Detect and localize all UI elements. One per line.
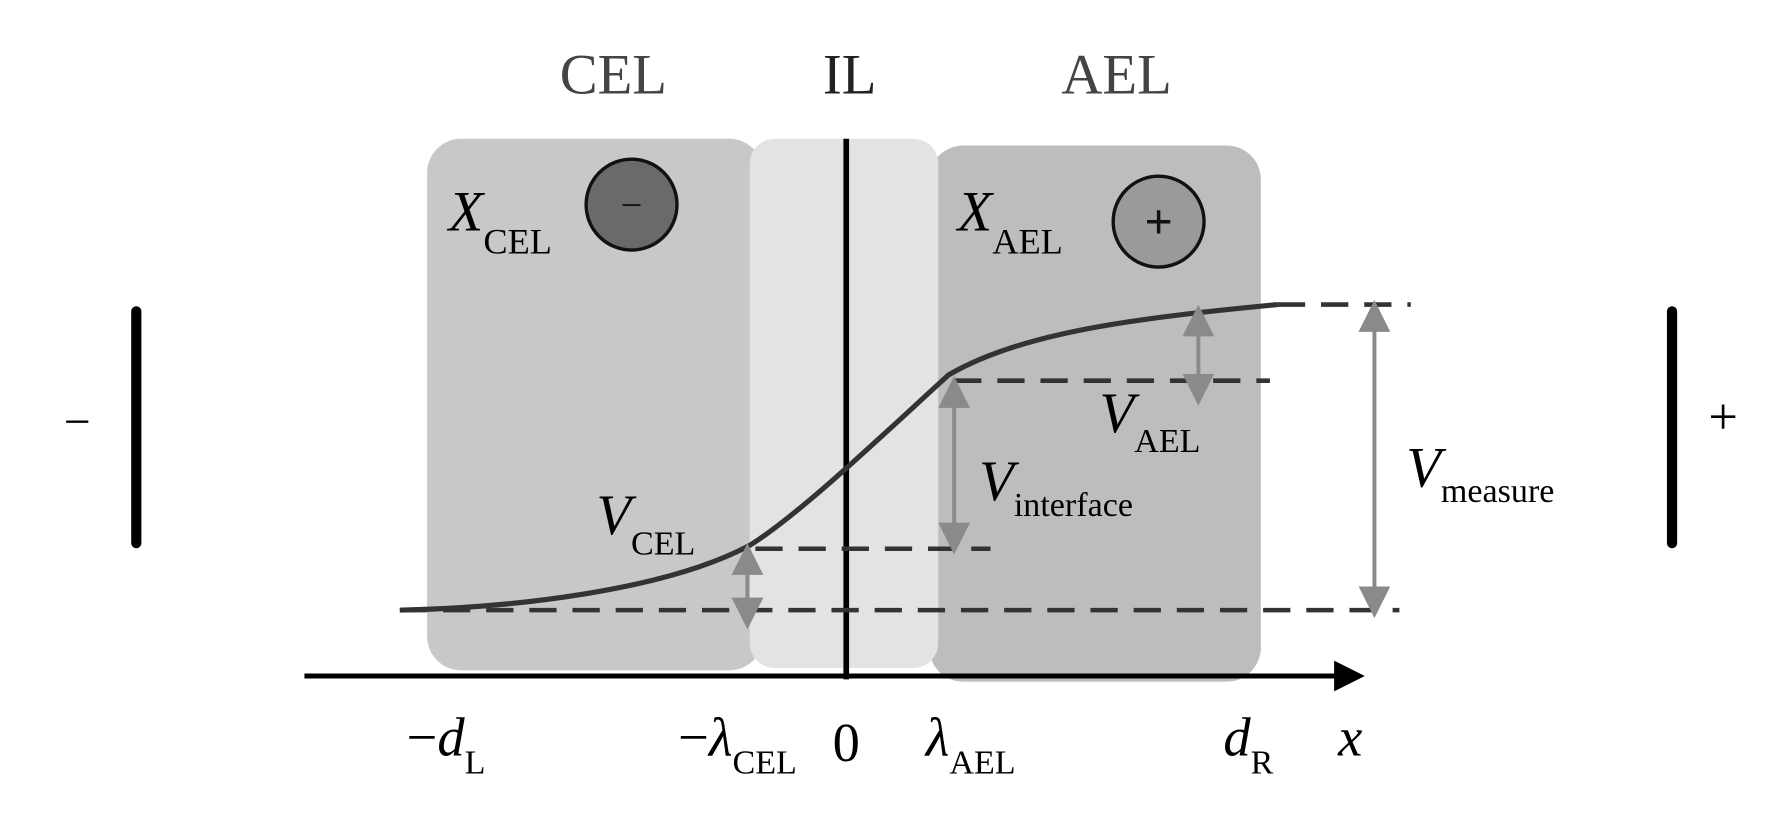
v-cel-label: VCEL: [596, 484, 695, 562]
cel-layer: [427, 138, 764, 671]
species-label-ael: XAEL: [956, 181, 1063, 262]
x-axis-label: x: [1337, 707, 1362, 768]
cation-charge: +: [1144, 194, 1172, 250]
tick-label-minus-lambda-cel: −λCEL: [678, 707, 797, 782]
tick-label-dr: dR: [1223, 707, 1273, 782]
left-electrode-sign: −: [64, 395, 91, 448]
v-measure-label: Vmeasure: [1406, 436, 1554, 510]
anion-charge: −: [621, 185, 643, 227]
tick-label-lambda-ael: λAEL: [924, 707, 1016, 782]
tick-label-zero: 0: [833, 712, 860, 773]
v-interface-label: Vinterface: [979, 450, 1133, 524]
region-label-il: IL: [823, 43, 877, 106]
right-electrode-sign: +: [1708, 388, 1737, 446]
tick-label-minus-dl: −dL: [407, 707, 486, 782]
species-label-cel: XCEL: [447, 181, 552, 262]
region-label-cel: CEL: [560, 43, 667, 106]
region-label-ael: AEL: [1061, 43, 1171, 106]
v-ael-label: VAEL: [1100, 382, 1201, 460]
anion-icon: −: [584, 157, 679, 252]
ael-layer: [929, 145, 1261, 682]
potential-curve: [399, 302, 1279, 613]
cation-icon: +: [1111, 174, 1206, 269]
